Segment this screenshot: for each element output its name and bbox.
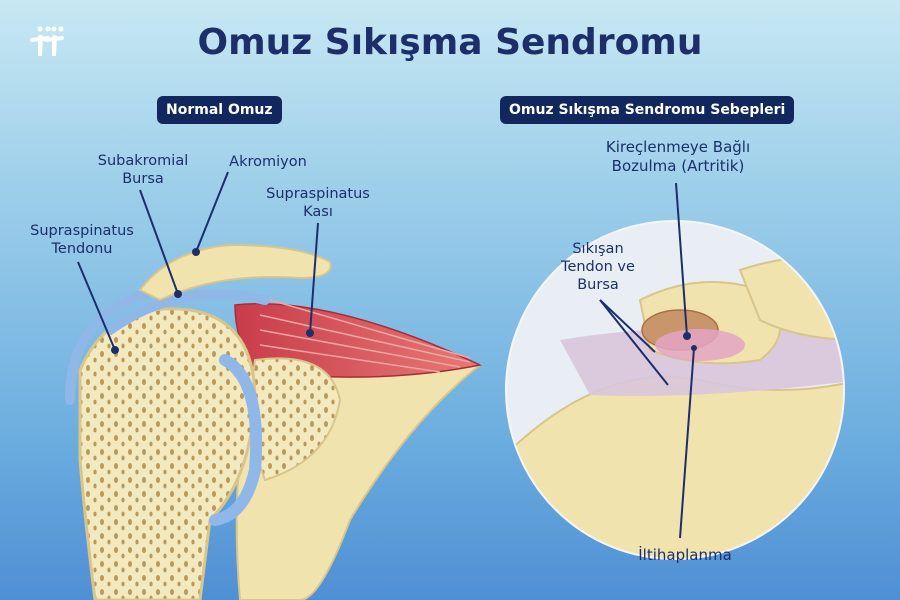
page-title: Omuz Sıkışma Sendromu bbox=[197, 22, 703, 63]
label-compressed-line1: Sıkışan bbox=[572, 241, 624, 257]
subacromial-bursa bbox=[65, 285, 270, 526]
humerus-bone bbox=[78, 307, 257, 600]
label-supraspinatus-tendon: Supraspinatus Tendonu bbox=[22, 222, 142, 258]
label-arthritis-line2: Bozulma (Artritik) bbox=[611, 157, 745, 175]
label-bursa-line1: Subakromial bbox=[97, 153, 189, 169]
label-muscle-line2: Kası bbox=[303, 204, 333, 220]
label-tendon-line2: Tendonu bbox=[51, 241, 113, 257]
label-tendon-line1: Supraspinatus bbox=[30, 223, 134, 239]
pointer-lines bbox=[77, 171, 695, 539]
label-inflammation: İltihaplanma bbox=[638, 546, 732, 564]
label-supraspinatus-muscle: Supraspinatus Kası bbox=[258, 185, 378, 221]
heading-normal-shoulder: Normal Omuz bbox=[157, 96, 282, 124]
label-compressed-line3: Bursa bbox=[577, 277, 619, 293]
label-acromion: Akromiyon bbox=[229, 154, 307, 170]
heading-impingement-causes: Omuz Sıkışma Sendromu Sebepleri bbox=[500, 96, 795, 124]
label-compressed-tendon-bursa: Sıkışan Tendon ve Bursa bbox=[548, 240, 648, 294]
label-arthritis-line1: Kireçlenmeye Bağlı bbox=[605, 138, 751, 156]
label-arthritic-degeneration: Kireçlenmeye Bağlı Bozulma (Artritik) bbox=[578, 138, 778, 176]
label-subacromial-bursa: Subakromial Bursa bbox=[88, 152, 198, 188]
label-bursa-line2: Bursa bbox=[122, 171, 164, 187]
label-muscle-line1: Supraspinatus bbox=[266, 186, 370, 202]
label-compressed-line2: Tendon ve bbox=[561, 259, 635, 275]
tt-logo-icon bbox=[28, 22, 72, 66]
